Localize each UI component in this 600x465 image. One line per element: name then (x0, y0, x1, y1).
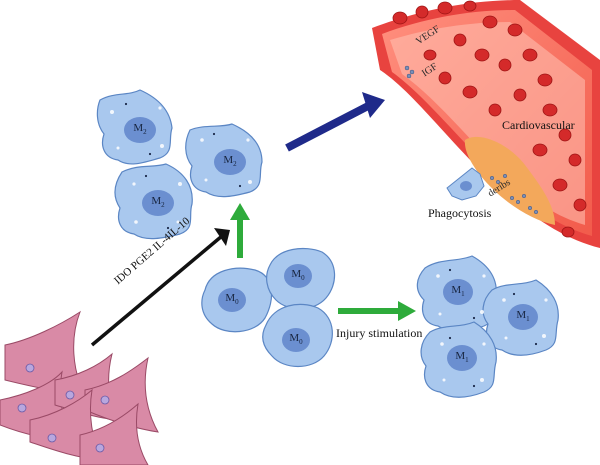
phagocytosis-label: Phagocytosis (428, 206, 492, 220)
m0-macrophage-1 (201, 267, 273, 333)
m2-label-1: M2 (133, 122, 147, 137)
m1-label-1: M1 (451, 284, 465, 299)
cardiovascular-label: Cardiovascular (502, 118, 575, 132)
plaque-region (464, 136, 555, 225)
m2-label-3: M2 (151, 195, 165, 210)
arrow-green-m0-to-m1 (338, 301, 416, 321)
m1-label-2: M1 (516, 309, 530, 324)
phagocytic-macrophage (446, 167, 485, 201)
arrow-navy-to-vessel (285, 92, 385, 152)
arrow-green-m0-to-m2 (230, 203, 250, 258)
blood-vessel (372, 0, 600, 248)
m0-macrophage-2 (266, 247, 336, 310)
m1-macrophage-2 (482, 279, 559, 356)
m0-macrophage-3 (262, 303, 333, 367)
m2-label-2: M2 (223, 154, 237, 169)
m2-macrophage-2 (185, 123, 263, 198)
m1-label-3: M1 (455, 350, 469, 365)
injury-stimulation-label: Injury stimulation (336, 326, 423, 340)
stem-cells (0, 310, 159, 465)
m2-macrophage-1 (96, 89, 173, 165)
m0-label-2: M0 (291, 268, 305, 283)
arrow-black-stem-to-m2 (90, 228, 230, 347)
red-blood-cells (392, 0, 587, 238)
m0-label-3: M0 (289, 332, 303, 347)
m0-label-1: M0 (225, 292, 239, 307)
m1-macrophage-3 (420, 321, 497, 398)
